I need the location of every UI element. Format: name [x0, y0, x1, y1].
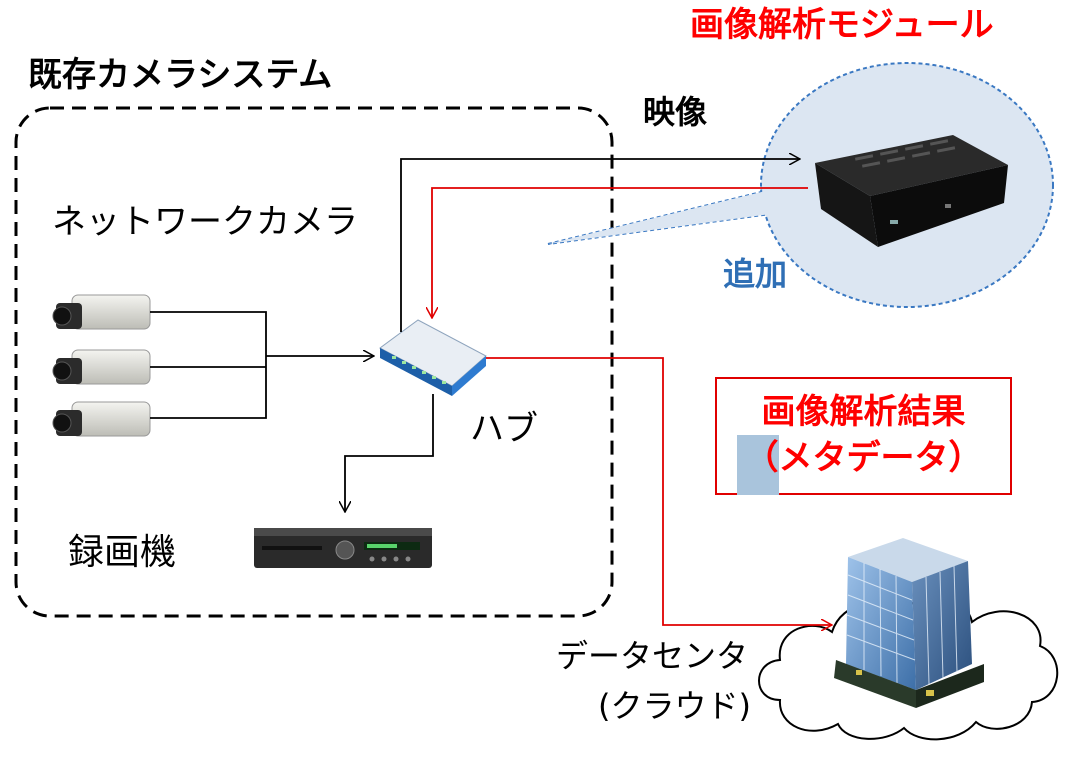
analysis-module-box-icon	[815, 135, 1008, 247]
metadata-label: （メタデータ）	[744, 438, 983, 478]
addition-label: 追加	[723, 255, 788, 293]
existing-system-boundary	[14, 106, 614, 618]
network-cameras-label: ネットワークカメラ	[52, 202, 358, 242]
network-camera-icon	[52, 294, 151, 330]
arrow-hub-to-datacenter	[486, 357, 832, 625]
video-label: 映像	[643, 93, 708, 131]
camera-feed-lines	[150, 311, 267, 419]
recorder-label: 録画機	[68, 532, 177, 573]
arrow-video-to-module	[400, 159, 800, 332]
datacenter-label: データセンタ	[556, 637, 749, 675]
office-building-icon	[834, 538, 984, 708]
network-hub-icon	[379, 319, 487, 396]
arrow-hub-to-recorder	[345, 394, 434, 512]
hub-label: ハブ	[470, 409, 538, 449]
cloud-label: (クラウド)	[598, 687, 751, 725]
existing-system-title: 既存カメラシステム	[28, 55, 333, 95]
arrow-module-to-hub	[432, 187, 808, 318]
network-camera-icon	[52, 401, 151, 437]
analysis-result-title: 画像解析結果	[761, 392, 966, 432]
network-camera-icon	[52, 349, 151, 385]
result-highlight	[737, 435, 779, 495]
analysis-module-title: 画像解析モジュール	[690, 5, 994, 45]
analysis-result-box: 画像解析結果 （メタデータ）	[715, 377, 1012, 495]
video-recorder-icon	[254, 528, 432, 568]
